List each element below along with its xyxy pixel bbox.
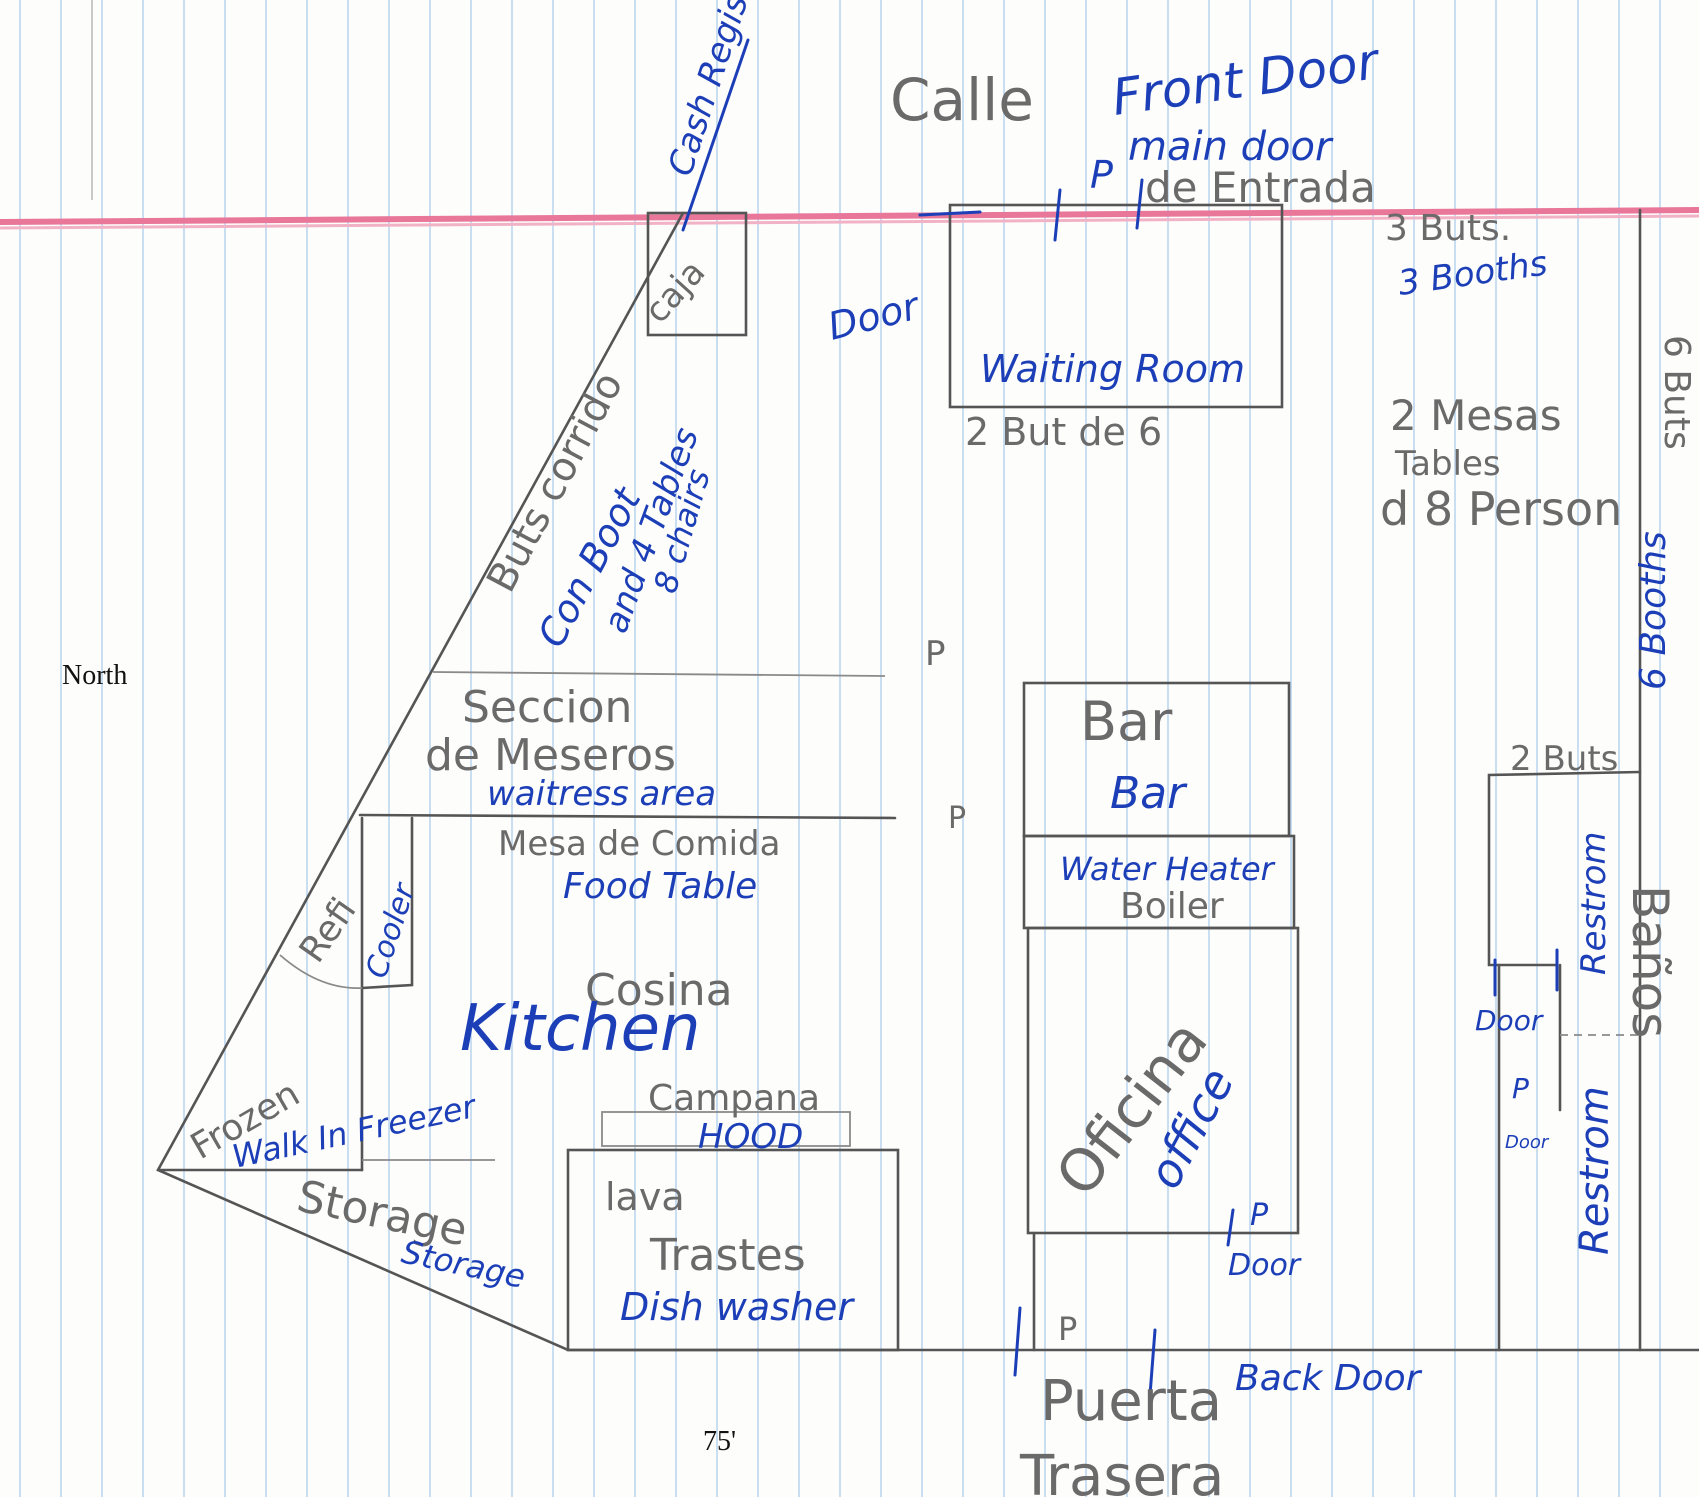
walls xyxy=(156,203,1699,1352)
label-cosina: Cosina xyxy=(585,965,733,1016)
label-door-small: Door xyxy=(1505,1132,1550,1153)
label-dos-mesas: 2 Mesas xyxy=(1390,391,1562,440)
label-trasera: Trasera xyxy=(1019,1444,1224,1497)
label-trastes: Trastes xyxy=(649,1230,806,1281)
label-refi: Refi xyxy=(292,891,365,970)
label-food-table: Food Table xyxy=(563,866,757,907)
label-six-buts: 6 Buts xyxy=(1656,335,1697,450)
label-main-door: main door xyxy=(1128,124,1334,170)
label-waitress-area: waitress area xyxy=(487,774,716,814)
label-de-meseros: de Meseros xyxy=(425,730,676,781)
label-dish-washer: Dish washer xyxy=(620,1285,855,1329)
label-door-front: Door xyxy=(824,283,926,348)
label-p-mid-2: P xyxy=(948,801,966,836)
label-back-door: Back Door xyxy=(1235,1358,1423,1399)
label-dos-but-de-6: 2 But de 6 xyxy=(965,410,1162,454)
label-de-entrada: de Entrada xyxy=(1145,163,1376,212)
label-mesa-de-comida: Mesa de Comida xyxy=(498,824,780,864)
label-p-front: P xyxy=(1090,153,1113,197)
label-p-mid-1: P xyxy=(925,634,946,674)
label-lava: lava xyxy=(605,1175,685,1219)
label-front-door: Front Door xyxy=(1109,32,1385,127)
label-door-office: Door xyxy=(1228,1248,1302,1283)
notebook-ruling xyxy=(19,0,1661,1497)
label-tres-buts: 3 Buts. xyxy=(1385,208,1511,249)
label-campana: Campana xyxy=(648,1078,820,1119)
label-bar-pencil: Bar xyxy=(1080,690,1173,753)
margin-line xyxy=(0,207,1699,225)
label-p-back: P xyxy=(1058,1310,1077,1348)
label-restroom-2: Restrom xyxy=(1572,1086,1618,1255)
margin-line-shadow xyxy=(0,214,1699,230)
ink-marks xyxy=(681,38,1559,1397)
label-boiler: Boiler xyxy=(1120,886,1224,927)
label-cooler: Cooler xyxy=(359,878,423,982)
label-two-buts-right: 2 Buts xyxy=(1510,739,1618,779)
label-p-restroom: P xyxy=(1512,1072,1529,1105)
label-banos: Baños xyxy=(1621,885,1679,1038)
label-d-8-person: d 8 Person xyxy=(1380,482,1622,536)
label-hood: HOOD xyxy=(698,1117,803,1157)
label-six-booths: 6 Booths xyxy=(1633,531,1674,690)
label-water-heater: Water Heater xyxy=(1060,850,1276,888)
label-waiting-room: Waiting Room xyxy=(980,347,1245,391)
label-p-office: P xyxy=(1250,1198,1269,1233)
label-calle: Calle xyxy=(890,66,1034,134)
label-puerta: Puerta xyxy=(1040,1369,1222,1434)
label-bar-ink: Bar xyxy=(1110,768,1188,819)
label-door-restroom: Door xyxy=(1475,1004,1544,1037)
label-restroom-1: Restrom xyxy=(1574,832,1614,976)
label-seccion: Seccion xyxy=(462,682,632,733)
north-label: North xyxy=(62,660,128,691)
label-kitchen: Kitchen xyxy=(460,992,701,1066)
label-tables-right: Tables xyxy=(1394,444,1501,484)
dimension-label: 75' xyxy=(703,1426,737,1457)
label-tres-booths: 3 Booths xyxy=(1396,243,1550,303)
